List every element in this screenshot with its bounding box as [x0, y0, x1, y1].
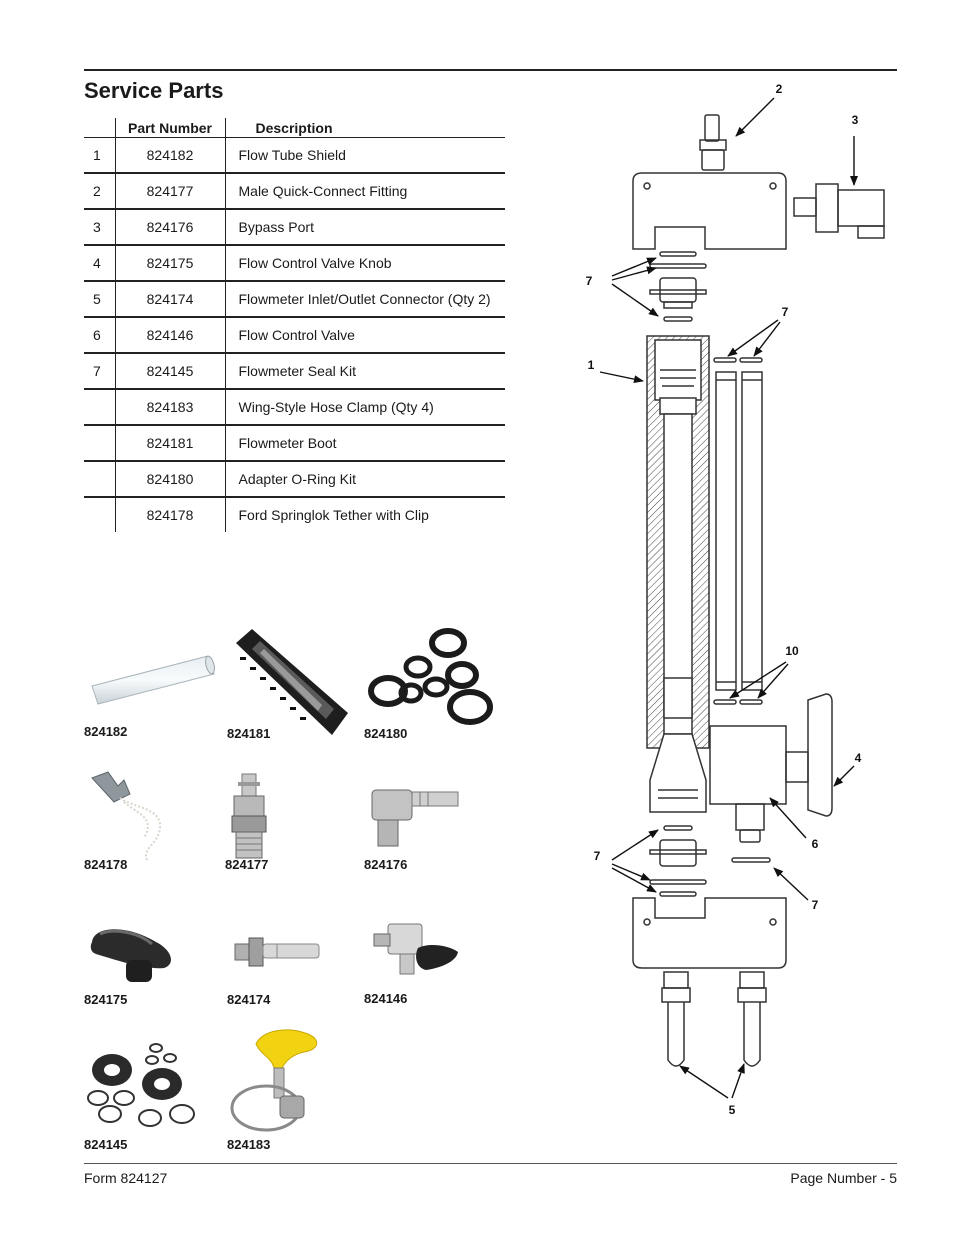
- flowmeter-exploded-diagram: 2 3 7 7 1 10 4 6 7 7 5: [586, 82, 885, 1117]
- description-cell: Ford Springlok Tether with Clip: [224, 497, 505, 532]
- part-number-cell: 824175: [114, 245, 225, 282]
- description-cell: Flow Control Valve Knob: [224, 245, 505, 282]
- callout-label: 6: [812, 837, 819, 851]
- row-number: 1: [84, 137, 115, 174]
- photo-label: 824181: [227, 726, 271, 741]
- clear-tube-icon: [91, 655, 215, 705]
- description-cell: Adapter O-Ring Kit: [224, 461, 505, 498]
- tether-clip-icon: [91, 771, 162, 863]
- connector-icon: [234, 937, 320, 967]
- row-number: 7: [84, 353, 115, 390]
- callout-label: 7: [812, 898, 819, 912]
- row-number: [84, 497, 115, 532]
- diagram-callouts: 2 3 7 7 1 10 4 6 7 7 5: [586, 82, 862, 1117]
- description-cell: Flowmeter Seal Kit: [224, 353, 505, 390]
- description-cell: Flowmeter Inlet/Outlet Connector (Qty 2): [224, 281, 505, 318]
- col-header-description: Description: [224, 118, 505, 138]
- bottom-rule: [84, 1163, 897, 1164]
- flowmeter-boot-icon: [236, 629, 348, 735]
- photo-label: 824145: [84, 1137, 128, 1152]
- description-cell: Wing-Style Hose Clamp (Qty 4): [224, 389, 505, 426]
- table-header-row: Part Number Description: [84, 118, 505, 138]
- footer-page-number: Page Number - 5: [790, 1170, 897, 1186]
- part-number-cell: 824180: [114, 461, 225, 498]
- part-number-cell: 824174: [114, 281, 225, 318]
- description-cell: Flowmeter Boot: [224, 425, 505, 462]
- photo-label: 824174: [227, 992, 271, 1007]
- callout-label: 10: [785, 644, 799, 658]
- photo-label: 824176: [364, 857, 408, 872]
- part-number-cell: 824177: [114, 173, 225, 210]
- row-number: 4: [84, 245, 115, 282]
- footer-form-number: Form 824127: [84, 1170, 168, 1186]
- callout-label: 2: [776, 82, 783, 96]
- flow-control-valve-icon: [373, 923, 458, 975]
- row-number: 6: [84, 317, 115, 354]
- quick-connect-fitting-icon: [231, 773, 267, 859]
- photo-label: 824182: [84, 724, 128, 739]
- callout-label: 3: [852, 113, 859, 127]
- part-number-cell: 824178: [114, 497, 225, 532]
- bypass-port-icon: [371, 789, 459, 847]
- part-number-cell: 824182: [114, 137, 225, 174]
- part-number-cell: 824145: [114, 353, 225, 390]
- top-rule: [84, 69, 897, 71]
- part-number-cell: 824176: [114, 209, 225, 246]
- photo-label: 824180: [364, 726, 408, 741]
- callout-label: 7: [586, 274, 593, 288]
- description-cell: Male Quick-Connect Fitting: [224, 173, 505, 210]
- part-number-cell: 824181: [114, 425, 225, 462]
- part-number-cell: 824146: [114, 317, 225, 354]
- valve-knob-icon: [90, 929, 171, 982]
- row-number: 3: [84, 209, 115, 246]
- page-title: Service Parts: [84, 78, 224, 103]
- col-header-number: [84, 118, 115, 138]
- row-number: 2: [84, 173, 115, 210]
- description-cell: Flow Tube Shield: [224, 137, 505, 174]
- photo-label: 824178: [84, 857, 128, 872]
- row-number: 5: [84, 281, 115, 318]
- photo-label: 824146: [364, 991, 408, 1006]
- row-number: [84, 461, 115, 498]
- callout-label: 5: [729, 1103, 736, 1117]
- description-cell: Flow Control Valve: [224, 317, 505, 354]
- col-header-part-number: Part Number: [114, 118, 225, 138]
- row-number: [84, 389, 115, 426]
- callout-label: 7: [594, 849, 601, 863]
- hose-clamp-icon: [230, 1029, 318, 1132]
- description-cell: Bypass Port: [224, 209, 505, 246]
- callout-label: 1: [588, 358, 595, 372]
- photo-label: 824175: [84, 992, 128, 1007]
- part-number-cell: 824183: [114, 389, 225, 426]
- callout-label: 7: [782, 305, 789, 319]
- seal-kit-icon: [87, 1043, 195, 1127]
- photo-label: 824183: [227, 1137, 271, 1152]
- callout-label: 4: [855, 751, 862, 765]
- row-number: [84, 425, 115, 462]
- o-ring-kit-icon: [368, 628, 493, 725]
- photo-label: 824177: [225, 857, 269, 872]
